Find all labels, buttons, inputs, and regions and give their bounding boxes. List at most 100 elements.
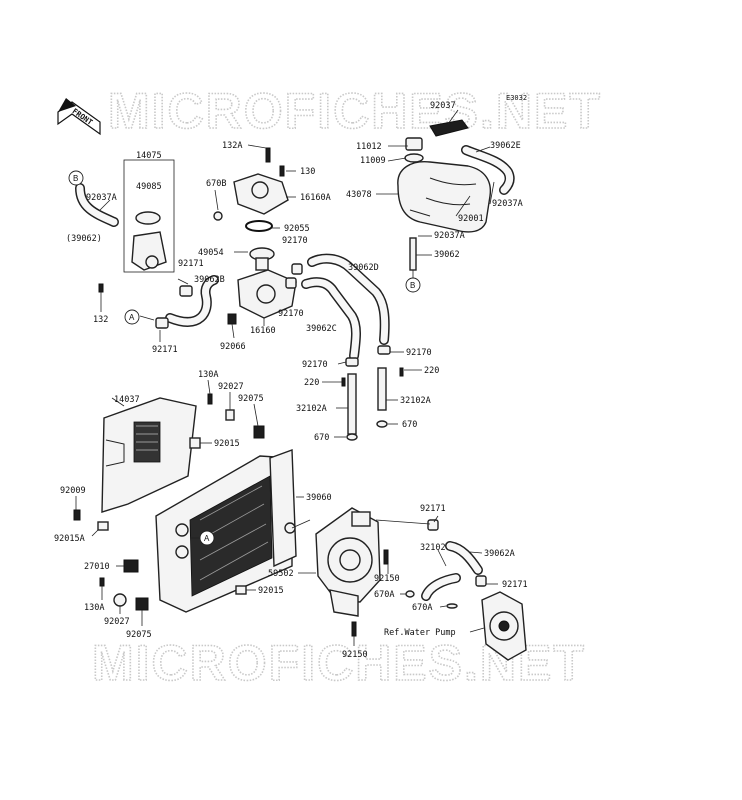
ref-circle-a-radiator: A [199, 530, 215, 546]
bolt-92150-right [383, 549, 389, 565]
label-92171-c: 92171 [420, 504, 446, 514]
bolt-130a-bot [99, 577, 105, 587]
collar-92027-top [225, 409, 235, 421]
clamp-92170-d [377, 345, 391, 355]
clamp-92171-b [155, 317, 169, 329]
bolt-130 [279, 165, 285, 177]
hose-39062c [301, 277, 361, 361]
bolt-132a [265, 147, 271, 163]
thermostat-cover-16160a [233, 173, 289, 215]
label-92001: 92001 [458, 214, 484, 224]
filler-neck-14075 [123, 159, 175, 273]
label-16160: 16160 [250, 326, 276, 336]
hose-39062a [445, 541, 483, 575]
label-92037a-r1: 92037A [492, 199, 523, 209]
label-92171-d: 92171 [502, 580, 528, 590]
label-16160a: 16160A [300, 193, 331, 203]
bracket-92015-bot [235, 585, 247, 595]
overflow-bracket [429, 119, 469, 137]
label-32102a-l: 32102A [296, 404, 327, 414]
bracket-92015-top [189, 437, 201, 449]
label-32102: 32102 [420, 543, 446, 553]
reservoir-tank [397, 161, 492, 233]
label-59502: 59502 [268, 569, 294, 579]
label-670a-2: 670A [412, 603, 432, 613]
label-92075-top: 92075 [238, 394, 264, 404]
label-39062e: 39062E [490, 141, 521, 151]
label-14037: 14037 [114, 395, 140, 405]
label-92055: 92055 [284, 224, 310, 234]
label-27010: 27010 [84, 562, 110, 572]
leader-lines [75, 109, 498, 646]
label-92066: 92066 [220, 342, 246, 352]
label-32102a-r: 32102A [400, 396, 431, 406]
hose-39062d [307, 253, 390, 345]
label-130a-bot: 130A [84, 603, 104, 613]
label-220-r: 220 [424, 366, 439, 376]
label-92037: 92037 [430, 101, 456, 111]
breather-pipe-39062 [409, 237, 417, 271]
svg-text:B: B [410, 281, 415, 290]
label-92037a-r2: 92037A [434, 231, 465, 241]
sensor-92066 [227, 313, 237, 325]
label-92170-c: 92170 [302, 360, 328, 370]
label-92015-top: 92015 [214, 439, 240, 449]
label-11009: 11009 [360, 156, 386, 166]
bracket-92015a [97, 521, 109, 531]
label-39060: 39060 [306, 493, 332, 503]
pipe-32102a-left [347, 373, 357, 435]
ref-circle-b-right: B [405, 277, 421, 293]
label-14075: 14075 [136, 151, 162, 161]
collar-92027-bot [113, 593, 127, 607]
bolt-220-right [399, 367, 404, 377]
clamp-92171-a [179, 285, 193, 297]
label-92015a: 92015A [54, 534, 85, 544]
label-92150-b: 92150 [342, 650, 368, 660]
clamp-92171-d [475, 575, 487, 587]
diagram-code: E3032 [506, 94, 527, 102]
oring-670-left [346, 433, 358, 441]
bolt-132-left [98, 283, 104, 293]
ref-circle-a-left: A [124, 309, 140, 325]
label-92170-a: 92170 [282, 236, 308, 246]
label-49085: 49085 [136, 182, 162, 192]
clamp-92170-a [291, 263, 303, 275]
hose-39062-left [75, 183, 119, 227]
bolt-130a-top [207, 393, 213, 405]
thermostat-housing-16160 [237, 269, 297, 319]
ref-note-water-pump: Ref.Water Pump [384, 628, 456, 638]
oring-670a-1 [405, 590, 415, 598]
bolt-92009 [73, 509, 81, 521]
watermark-top: MICROFICHES.NET [108, 83, 602, 139]
water-pump-cover-ref [481, 591, 527, 661]
label-39062a: 39062A [484, 549, 515, 559]
label-670a-1: 670A [374, 590, 394, 600]
pipe-32102 [421, 573, 461, 601]
label-39062c: 39062C [306, 324, 337, 334]
label-39062d: 39062D [348, 263, 379, 273]
clamp-92171-c [427, 519, 439, 531]
clamp-92170-c [345, 357, 359, 367]
label-92170-b: 92170 [278, 309, 304, 319]
reservoir-cap [404, 137, 424, 163]
pipe-32102a-right [377, 367, 387, 411]
label-92170-d: 92170 [406, 348, 432, 358]
seal-670b [213, 211, 223, 221]
ref-circle-b-left: B [68, 170, 84, 186]
label-92027-bot: 92027 [104, 617, 130, 627]
grommet-92075-top [253, 425, 265, 439]
clamp-92170-b [285, 277, 297, 289]
label-130: 130 [300, 167, 315, 177]
label-11012: 11012 [356, 142, 382, 152]
water-pump-59502 [315, 507, 381, 617]
bolt-220-left [341, 377, 346, 387]
label-92015-bot: 92015 [258, 586, 284, 596]
label-92171-b: 92171 [152, 345, 178, 355]
label-43078: 43078 [346, 190, 372, 200]
label-670b: 670B [206, 179, 226, 189]
fan-switch-27010 [123, 559, 139, 573]
svg-text:A: A [204, 534, 210, 543]
hose-39062b [165, 275, 219, 327]
label-39062-l: (39062) [66, 234, 102, 244]
